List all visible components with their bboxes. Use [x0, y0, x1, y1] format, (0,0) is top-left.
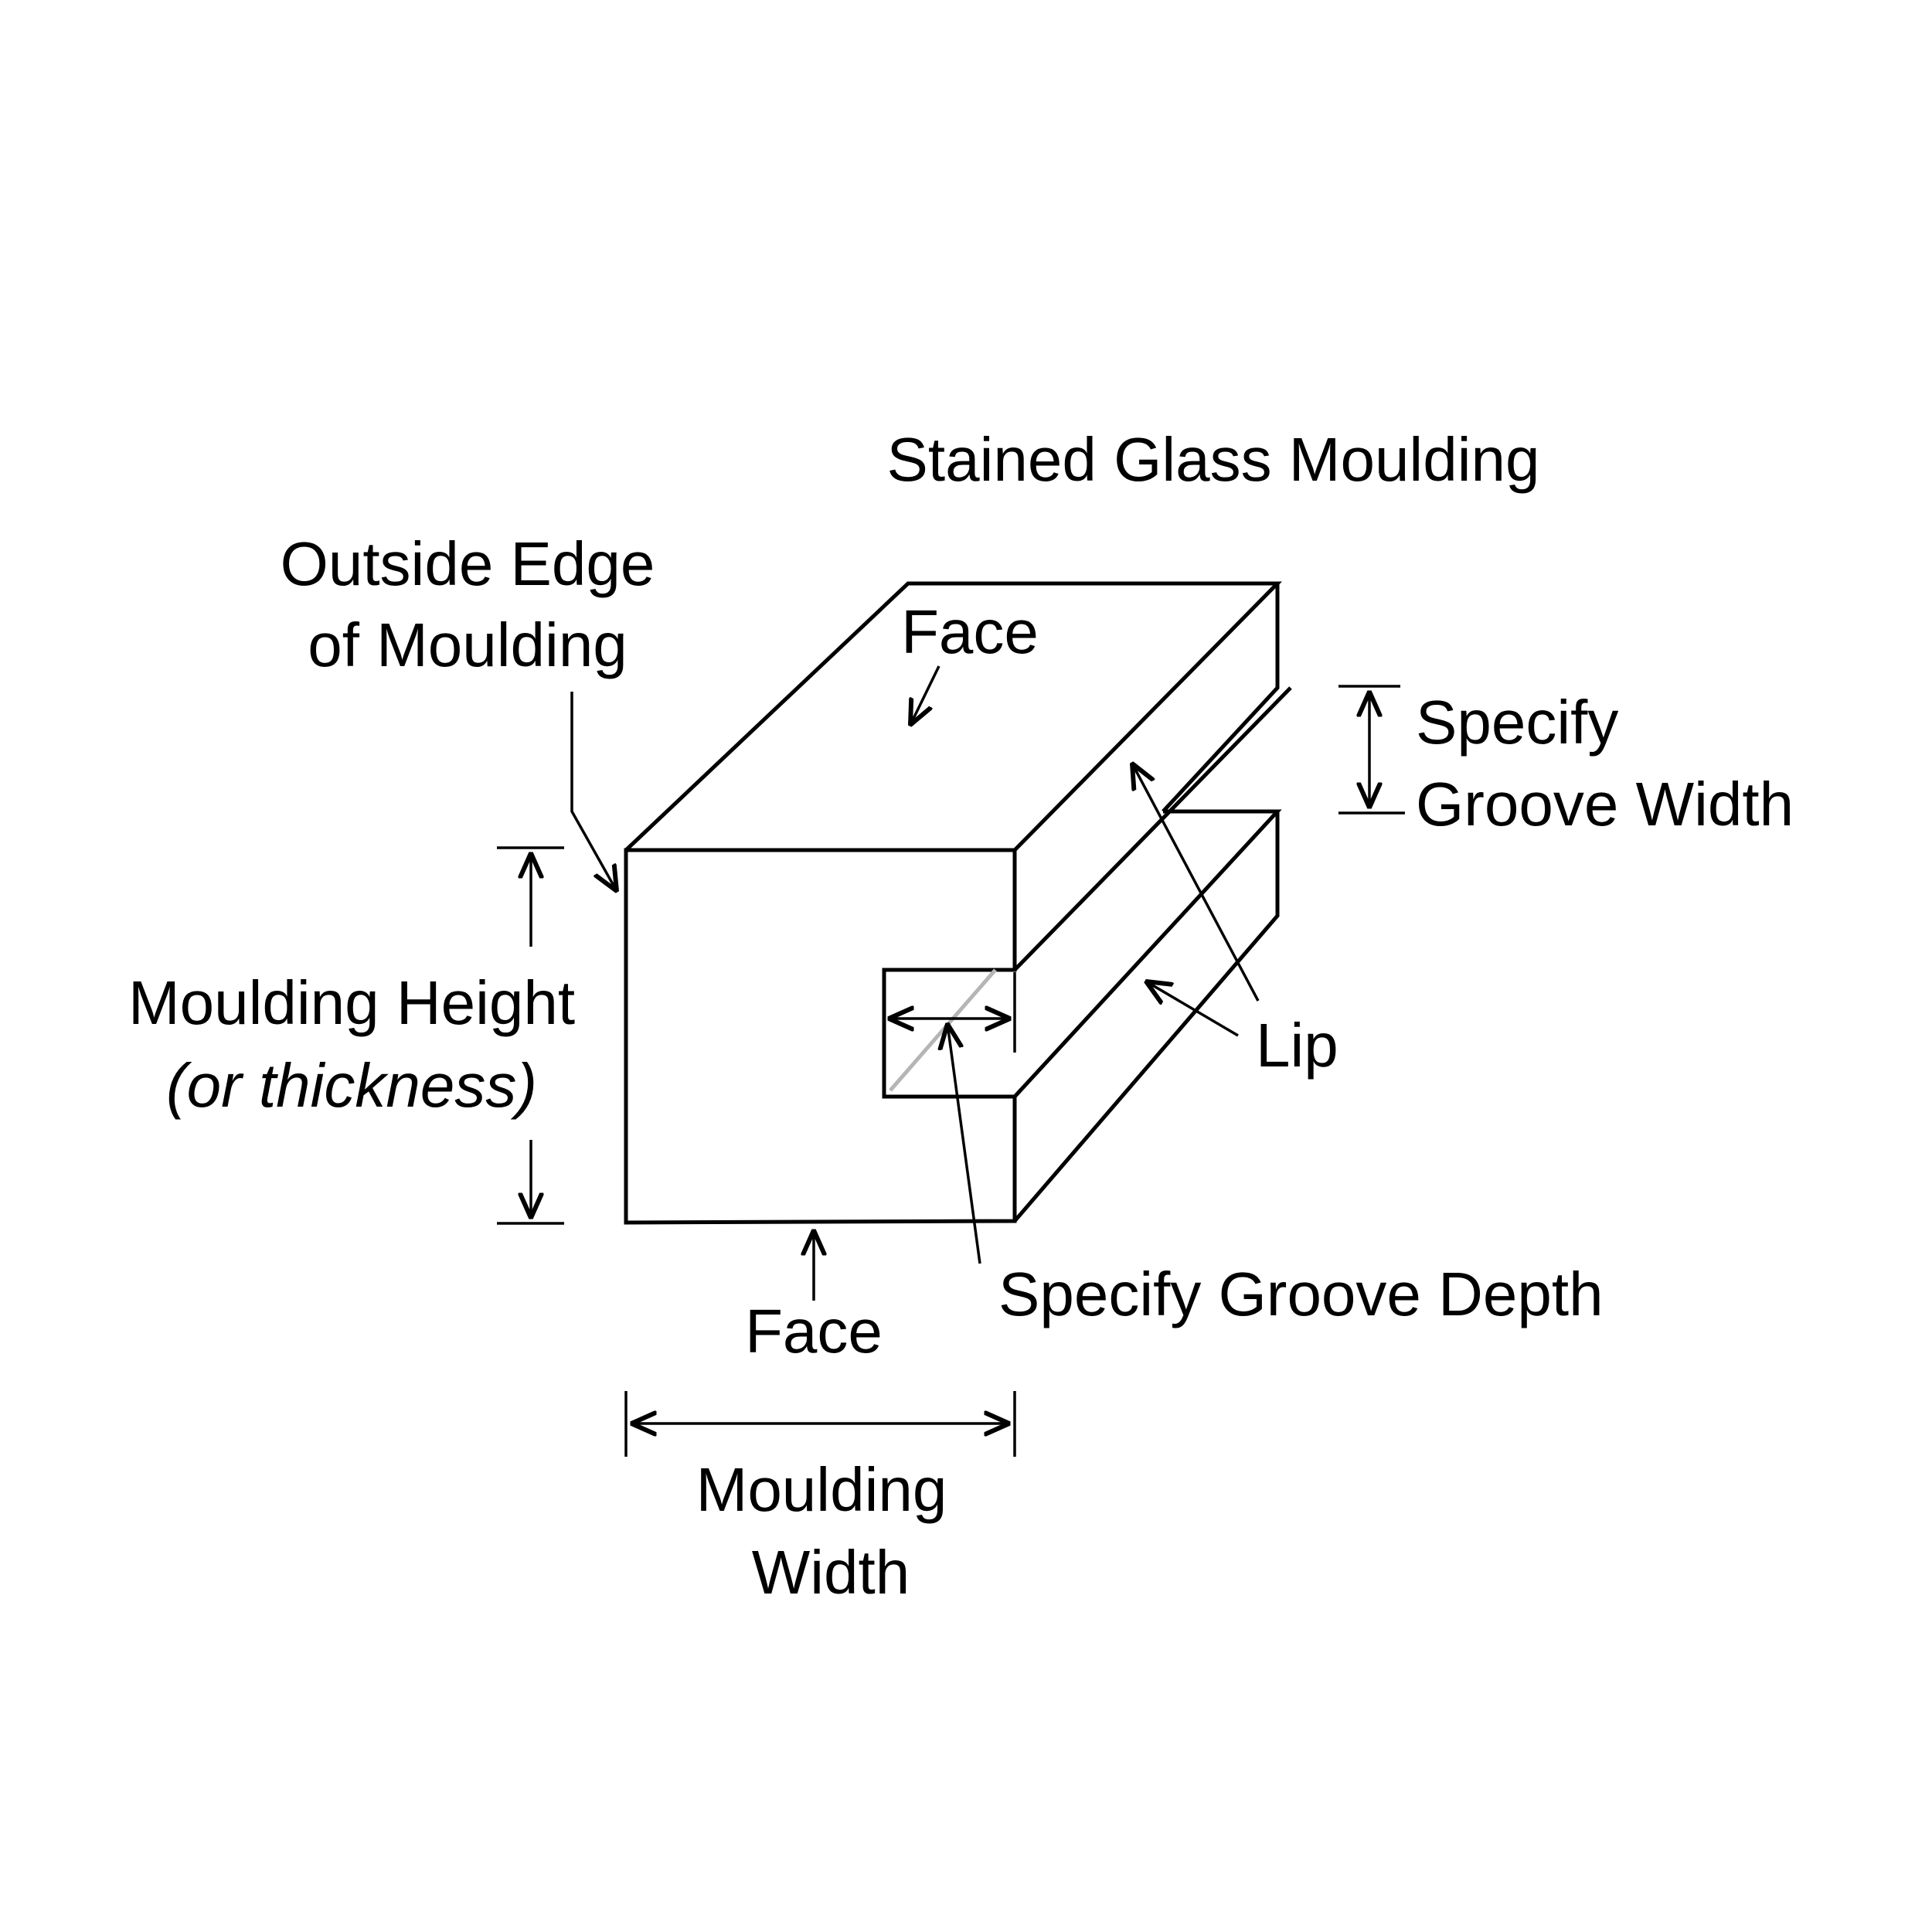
face-top-arrow [910, 665, 940, 725]
top-face-outline [624, 581, 1282, 852]
outside-edge-label-line2: of Moulding [308, 611, 628, 679]
lip-label: Lip [1256, 1011, 1338, 1080]
outside-edge-leader [570, 692, 617, 891]
moulding-height-label: Moulding Height [128, 968, 575, 1037]
lip-leader-lower [1146, 981, 1239, 1037]
lip-leader-upper [1132, 764, 1260, 1002]
groove-depth-leader [947, 1024, 981, 1264]
groove-depth-dimension [889, 972, 1016, 1264]
moulding-body [624, 581, 1292, 1225]
front-face-outline [624, 848, 1017, 1225]
groove-width-label-line1: Specify [1416, 688, 1618, 757]
groove-depth-label: Specify Groove Depth [998, 1260, 1604, 1328]
upper-lip-outline [1013, 583, 1292, 971]
moulding-width-dimension [624, 1391, 1016, 1457]
groove-width-label-line2: Groove Width [1416, 770, 1794, 838]
moulding-width-label-line1: Moulding [696, 1455, 947, 1524]
face-bottom-label: Face [745, 1297, 883, 1366]
moulding-height-dimension [497, 846, 564, 1225]
face-top-label: Face [901, 597, 1039, 666]
moulding-width-label-line2: Width [752, 1538, 910, 1607]
or-thickness-label: (or thickness) [166, 1051, 537, 1120]
groove-hidden-line [889, 968, 997, 1092]
diagram-title: Stained Glass Moulding [887, 425, 1540, 494]
groove-width-dimension [1338, 685, 1405, 815]
outside-edge-label-line1: Outside Edge [281, 529, 655, 598]
lower-lip-outline [1013, 809, 1282, 1223]
